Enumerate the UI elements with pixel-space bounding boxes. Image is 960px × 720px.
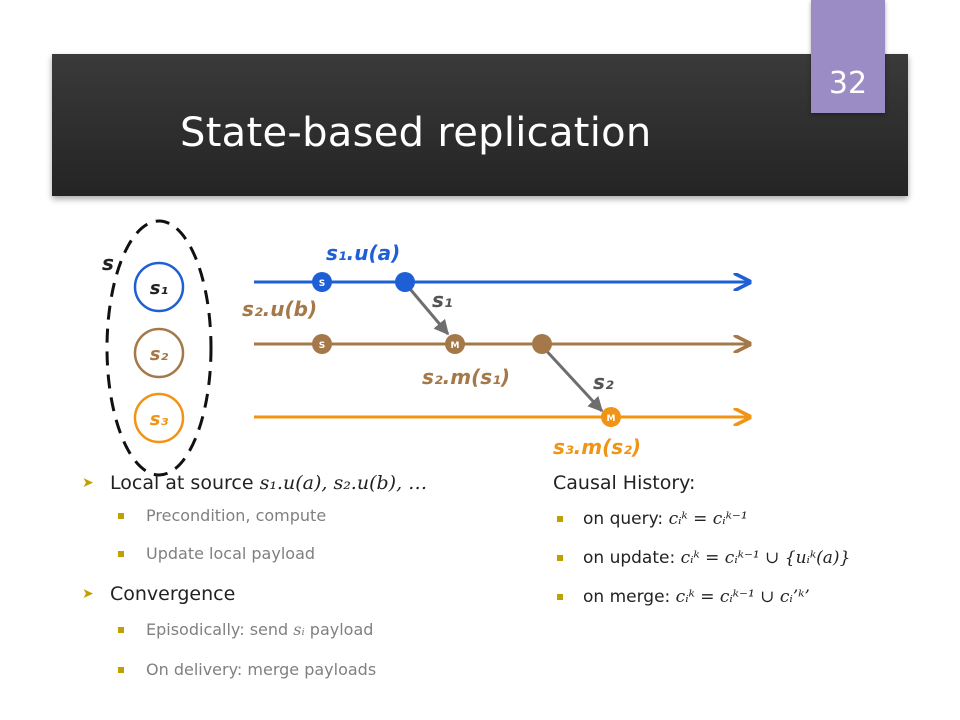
source-marker-s1: S	[319, 279, 325, 289]
replica-s2-label: s₂	[150, 344, 169, 365]
subbullet-update-payload: Update local payload	[82, 543, 552, 565]
subbullet-episodically-post: payload	[304, 620, 374, 639]
send-s2-label: s₂	[593, 370, 614, 394]
send-arrow-s1	[403, 282, 450, 336]
merge-marker-s3: M	[607, 414, 616, 424]
causal-merge-label: on merge:	[583, 587, 676, 607]
source-event-s1	[312, 272, 332, 292]
subbullet-episodically: Episodically: send sᵢ payload	[82, 619, 552, 641]
source-marker-s2: S	[319, 341, 325, 351]
page-number: 32	[828, 66, 868, 101]
square-bullet-icon	[118, 667, 124, 673]
bullet-convergence: ➤ Convergence	[82, 581, 552, 607]
subbullet-on-delivery: On delivery: merge payloads	[82, 659, 552, 681]
subbullet-precondition-text: Precondition, compute	[146, 506, 327, 525]
bullet-local-math: s₁.u(a), s₂.u(b), …	[259, 472, 428, 494]
page-number-tab: 32	[811, 0, 885, 113]
causal-query-formula: cᵢᵏ = cᵢᵏ⁻¹	[668, 509, 748, 529]
causal-merge-formula: cᵢᵏ = cᵢᵏ⁻¹ ∪ cᵢ’ᵏ’	[675, 587, 810, 607]
replica-s3-label: s₃	[150, 409, 169, 430]
update-a-label: s₁.u(a)	[326, 241, 400, 265]
replica-s3-circle	[133, 392, 185, 444]
causal-query: on query: cᵢᵏ = cᵢᵏ⁻¹	[553, 507, 943, 531]
causal-history-heading: Causal History:	[553, 472, 696, 494]
square-bullet-icon	[557, 516, 563, 522]
arrow-bullet-icon: ➤	[82, 586, 94, 602]
square-bullet-icon	[557, 555, 563, 561]
state-label: s	[102, 251, 114, 275]
merge-marker-s2: M	[451, 341, 460, 351]
subbullet-precondition: Precondition, compute	[82, 505, 552, 527]
title-bar	[52, 54, 908, 196]
subbullet-on-delivery-text: On delivery: merge payloads	[146, 660, 377, 679]
merge-s2-label: s₃.m(s₂)	[553, 435, 641, 459]
causal-update-label: on update:	[583, 548, 681, 568]
square-bullet-icon	[118, 551, 124, 557]
square-bullet-icon	[557, 594, 563, 600]
source-event-s2	[312, 334, 332, 354]
subbullet-update-payload-text: Update local payload	[146, 544, 316, 563]
causal-query-label: on query:	[583, 509, 669, 529]
send-s1-label: s₁	[432, 288, 453, 312]
update-b-label: s₂.u(b)	[242, 297, 317, 321]
merge-event-s3	[601, 407, 621, 427]
causal-merge: on merge: cᵢᵏ = cᵢᵏ⁻¹ ∪ cᵢ’ᵏ’	[553, 585, 943, 609]
square-bullet-icon	[118, 627, 124, 633]
causal-history: Causal History: on query: cᵢᵏ = cᵢᵏ⁻¹ on…	[553, 470, 943, 609]
merge-event-s2	[445, 334, 465, 354]
square-bullet-icon	[118, 513, 124, 519]
bullet-local-at-source: ➤ Local at source s₁.u(a), s₂.u(b), …	[82, 470, 552, 496]
left-bullets: ➤ Local at source s₁.u(a), s₂.u(b), … Pr…	[82, 470, 552, 681]
bullet-local-prefix: Local at source	[110, 472, 260, 494]
replica-s1-circle	[133, 261, 185, 313]
replica-s1-label: s₁	[150, 278, 169, 299]
subbullet-episodically-pre: Episodically: send	[146, 620, 294, 639]
merge-s1-label: s₂.m(s₁)	[422, 365, 510, 389]
slide-title: State-based replication	[180, 110, 652, 156]
state-ellipse	[105, 219, 213, 477]
replica-s2-circle	[133, 327, 185, 379]
send-arrow-s2	[540, 344, 604, 413]
subbullet-episodically-math: sᵢ	[293, 620, 305, 639]
bullet-convergence-text: Convergence	[110, 583, 236, 605]
send-event-s2	[532, 334, 552, 354]
arrow-bullet-icon: ➤	[82, 475, 94, 491]
send-event-s1	[395, 272, 415, 292]
causal-update-formula: cᵢᵏ = cᵢᵏ⁻¹ ∪ {uᵢᵏ(a)}	[680, 548, 851, 568]
causal-update: on update: cᵢᵏ = cᵢᵏ⁻¹ ∪ {uᵢᵏ(a)}	[553, 546, 943, 570]
